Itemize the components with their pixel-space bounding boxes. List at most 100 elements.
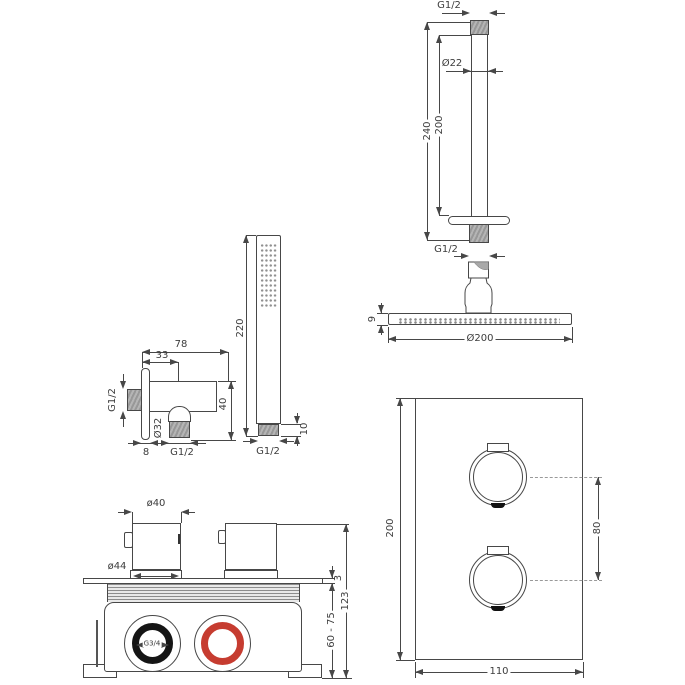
dim-label-hand-connector: G1/2	[256, 446, 280, 457]
trim-knob-bottom-inner	[473, 555, 523, 605]
ext-line	[218, 381, 236, 382]
dim-label-head-diameter: Ø200	[464, 333, 496, 344]
valve-right-knob	[225, 523, 277, 570]
dim-arrow	[150, 440, 158, 446]
dim-arrow	[595, 477, 601, 485]
dim-label-head-connector: G1/2	[434, 244, 458, 255]
dim-arrow	[424, 22, 430, 30]
valve-side-clip	[96, 620, 98, 667]
dim-arrow	[343, 670, 349, 678]
ext-line	[323, 578, 335, 579]
dim-arrow	[436, 207, 442, 215]
arm-bottom-thread	[469, 224, 489, 243]
dim-arrow	[171, 573, 179, 579]
dim-label-valve-depth: 60 - 75	[326, 610, 337, 650]
dim-arrow	[397, 398, 403, 406]
ext-line	[396, 660, 415, 661]
trim-knob-top-inner	[473, 452, 523, 502]
hand-shower-connector	[258, 424, 279, 436]
ext-line	[427, 22, 470, 23]
dim-line	[497, 13, 505, 14]
ext-line	[377, 325, 388, 326]
dim-line	[118, 512, 125, 513]
dim-label-valve-height: 123	[340, 589, 351, 613]
ext-line	[439, 35, 472, 36]
dim-arrow	[294, 436, 300, 444]
dim-arrow	[329, 583, 335, 591]
dim-label-trim-spacing: 80	[592, 519, 603, 537]
dim-label-arm-total-length: 240	[422, 119, 433, 143]
dim-label-elbow-outlet: G1/2	[170, 447, 194, 458]
ext-line	[181, 512, 182, 523]
dim-line-40	[231, 381, 232, 440]
ext-line	[191, 440, 236, 441]
ext-line	[388, 327, 389, 343]
arm-top-thread	[470, 20, 489, 35]
dim-arrow	[133, 440, 141, 446]
dim-label-elbow-offset: 33	[155, 350, 169, 361]
dim-arrow	[595, 572, 601, 580]
dim-arrow	[228, 432, 234, 440]
dim-arrow	[488, 68, 496, 74]
dim-label-valve-plate: 3	[333, 574, 344, 582]
dim-label-valve-port: G3/4	[142, 639, 162, 648]
ext-line	[281, 436, 301, 437]
dim-label-hand-connector-height: 10	[299, 422, 310, 436]
trim-knob-top-mark	[491, 503, 505, 508]
dim-arrow	[489, 253, 497, 259]
dim-line	[497, 256, 505, 257]
dim-arrow	[142, 359, 150, 365]
dim-arrow	[161, 642, 169, 648]
dim-line	[188, 512, 195, 513]
ext-line	[277, 524, 349, 525]
dim-arrow	[463, 68, 471, 74]
dim-arrow	[250, 438, 258, 444]
dim-label-elbow-width: 78	[174, 339, 188, 350]
head-ball-joint	[464, 261, 493, 314]
dim-label-valve-base-diameter: ø44	[107, 561, 127, 572]
dim-arrow	[170, 359, 178, 365]
dim-arrow	[124, 509, 132, 515]
dim-label-trim-height: 200	[385, 518, 396, 538]
dim-line	[454, 256, 462, 257]
dim-arrow	[243, 428, 249, 436]
trim-knob-bottom-tab	[487, 546, 509, 555]
trim-plate-face	[415, 398, 583, 660]
dim-arrow	[329, 670, 335, 678]
dim-label-elbow-height: 40	[218, 397, 229, 411]
dim-label-elbow-plate: 8	[142, 447, 150, 458]
dim-line-78	[142, 352, 228, 353]
elbow-outlet-thread	[169, 421, 190, 438]
centerline-top	[530, 477, 602, 478]
valve-left-knob	[132, 523, 181, 570]
dim-label-valve-knob-diameter: ø40	[146, 498, 166, 509]
dim-arrow	[436, 35, 442, 43]
trim-knob-top-tab	[487, 443, 509, 452]
dim-arrow	[489, 10, 497, 16]
dim-arrow	[378, 325, 384, 333]
dim-line	[446, 71, 503, 72]
valve-right-knob-tab	[218, 530, 226, 544]
ext-line	[228, 352, 229, 381]
dim-label-elbow-inlet: G1/2	[107, 388, 118, 412]
valve-left-knob-tab	[124, 532, 133, 548]
ext-line	[583, 662, 584, 678]
valve-wall-plate	[83, 578, 323, 584]
ext-line	[322, 678, 352, 679]
dim-label-head-edge: 9	[367, 315, 378, 323]
elbow-inlet-thread	[127, 389, 142, 411]
dim-arrow	[575, 669, 583, 675]
centerline-bottom	[530, 580, 602, 581]
dim-arrow	[279, 438, 287, 444]
dim-arrow	[161, 440, 169, 446]
dim-arrow	[378, 305, 384, 313]
valve-hot-port-ring	[201, 622, 244, 665]
dim-arrow	[142, 349, 150, 355]
dim-arrow	[415, 669, 423, 675]
dim-arrow	[294, 416, 300, 424]
dim-arrow	[120, 381, 126, 389]
dim-label-trim-width: 110	[487, 666, 511, 677]
dim-arrow	[136, 642, 144, 648]
dim-label-elbow-outlet-diameter: Ø32	[153, 417, 164, 439]
